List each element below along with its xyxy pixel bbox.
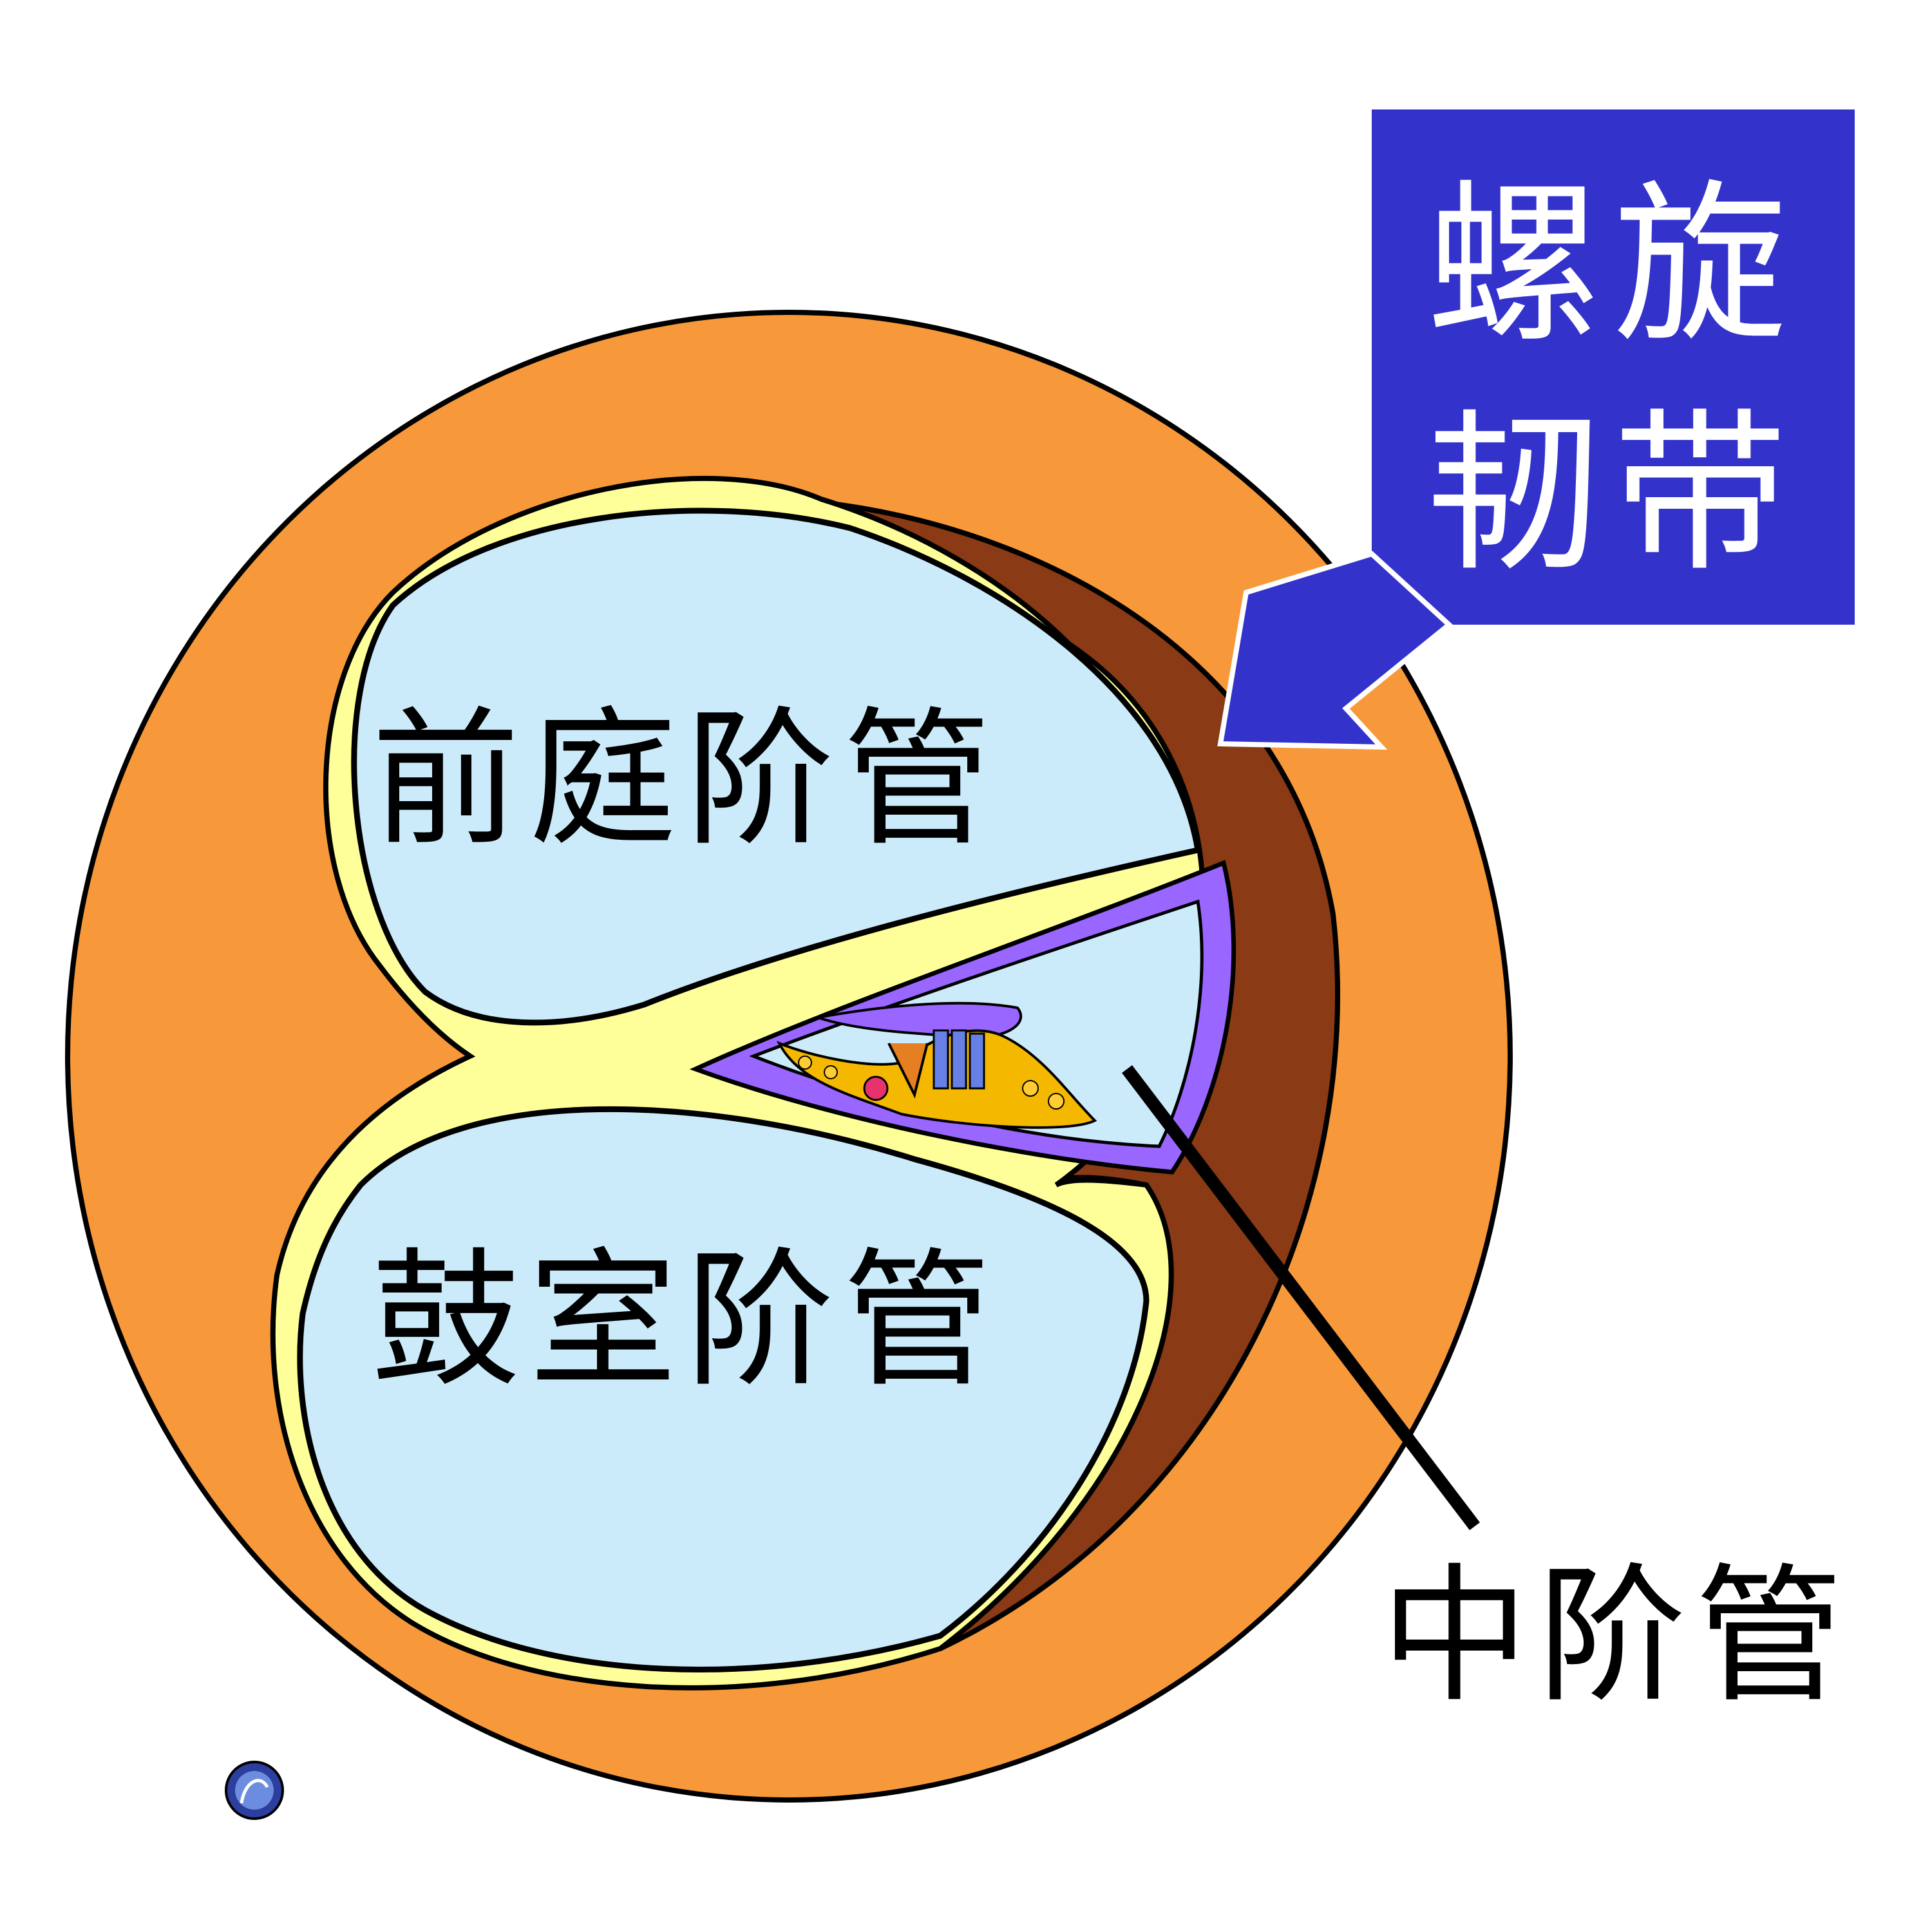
scala-vestibuli-chamber <box>351 507 1202 1026</box>
scala-media-label: 中阶管 <box>1381 1551 1852 1723</box>
scala-tympani-label: 鼓室阶管 <box>372 1235 1000 1407</box>
logo-badge <box>225 1761 284 1820</box>
spiral-ligament-label-line1: 螺旋 <box>1426 164 1800 366</box>
scala-vestibuli-label: 前庭阶管 <box>372 694 1000 866</box>
scala-media-leader-line <box>1122 1065 1480 1531</box>
scala-tympani-chamber <box>297 1106 1150 1672</box>
spiral-ligament-callout-arrow <box>1217 551 1454 750</box>
tectorial-membrane <box>817 1001 1023 1039</box>
spiral-ligament-label-line2: 韧带 <box>1426 392 1800 595</box>
spiral-ligament-callout-box <box>1372 109 1855 625</box>
organ-of-corti <box>776 1029 1097 1129</box>
